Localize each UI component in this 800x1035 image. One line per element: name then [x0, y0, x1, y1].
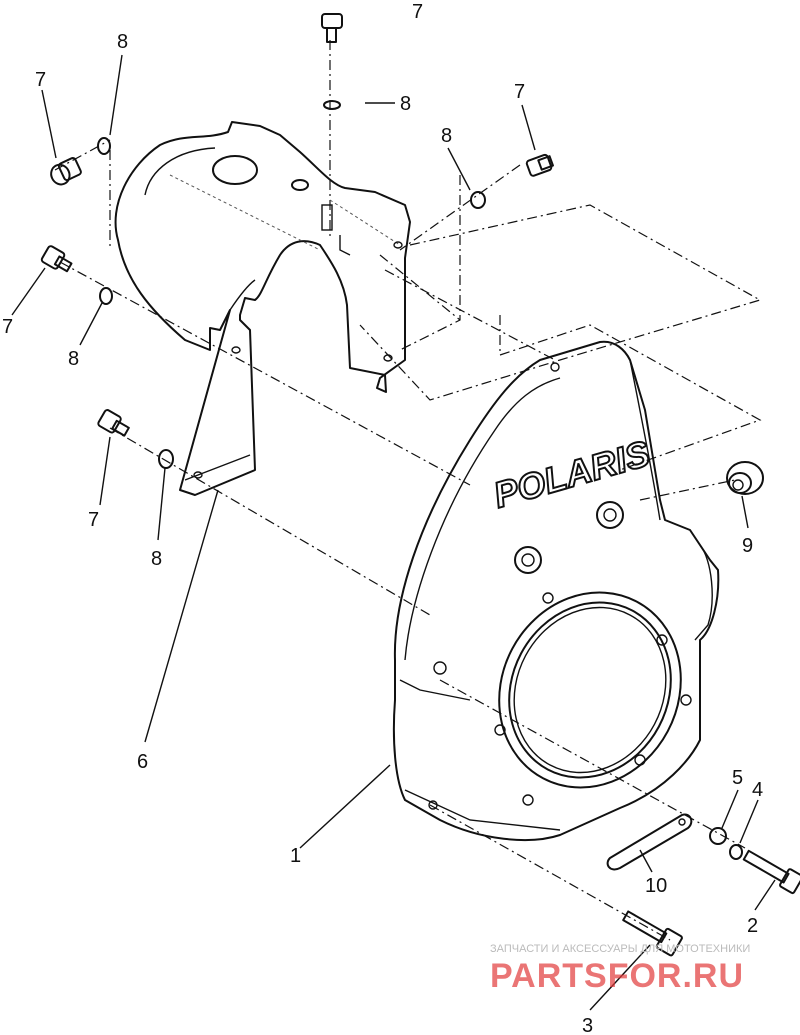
- washer-8-left-upper: [97, 137, 111, 155]
- callout-10: 10: [645, 875, 667, 897]
- callout-6: 6: [137, 751, 148, 773]
- watermark-caption: ЗАПЧАСТИ И АКСЕССУАРЫ ДЛЯ МОТОТЕХНИКИ: [490, 943, 750, 955]
- callout-7-left-lower: 7: [88, 509, 99, 531]
- callouts: 7 8 7 8 7 8 7 8 7 8 9 6 5 4 1 10 2 3: [2, 1, 763, 1035]
- washer-part-4: [729, 844, 743, 860]
- washer-8-left-lower: [158, 449, 174, 469]
- washer-8-top: [323, 100, 341, 110]
- screw-7-top: [321, 13, 343, 43]
- callout-9: 9: [742, 535, 753, 557]
- callout-7-upper-left: 7: [35, 69, 46, 91]
- callout-7-right: 7: [514, 81, 525, 103]
- callout-7-top: 7: [412, 1, 423, 23]
- washer-part-5: [709, 827, 727, 845]
- washer-8-left-middle: [99, 287, 113, 305]
- screw-7-left-upper: [50, 157, 82, 186]
- callout-5: 5: [732, 767, 743, 789]
- screw-7-left-lower: [97, 409, 130, 437]
- watermark-logo: PARTSFOR.RU: [490, 957, 744, 995]
- watermark: ЗАПЧАСТИ И АКСЕССУАРЫ ДЛЯ МОТОТЕХНИКИ PA…: [490, 943, 750, 995]
- bolt-part-2: [742, 849, 800, 895]
- callout-8-right: 8: [441, 125, 452, 147]
- callout-2: 2: [747, 915, 758, 937]
- blower-housing-part-1: POLARIS: [392, 340, 720, 841]
- callout-8-left-lower: 8: [151, 548, 162, 570]
- washer-8-right: [470, 191, 486, 209]
- callout-4: 4: [752, 779, 763, 801]
- callout-1: 1: [290, 845, 301, 867]
- screw-7-right: [525, 153, 554, 177]
- grommet-part-9: [726, 461, 764, 495]
- bracket-part-10: [606, 813, 693, 871]
- upper-shroud-part-6: [114, 121, 411, 496]
- callout-3: 3: [582, 1015, 593, 1035]
- leader-lines: [11, 54, 776, 1011]
- callout-8-upper-left: 8: [117, 31, 128, 53]
- callout-8-top: 8: [400, 93, 411, 115]
- callout-8-left-middle: 8: [68, 348, 79, 370]
- housing-brand-logo: POLARIS: [489, 432, 654, 516]
- callout-7-left-middle: 7: [2, 316, 13, 338]
- bolt-part-3: [622, 910, 683, 957]
- screws-and-washers: [40, 13, 554, 469]
- screw-7-left-middle: [40, 245, 73, 273]
- assembly-lines: [54, 40, 762, 941]
